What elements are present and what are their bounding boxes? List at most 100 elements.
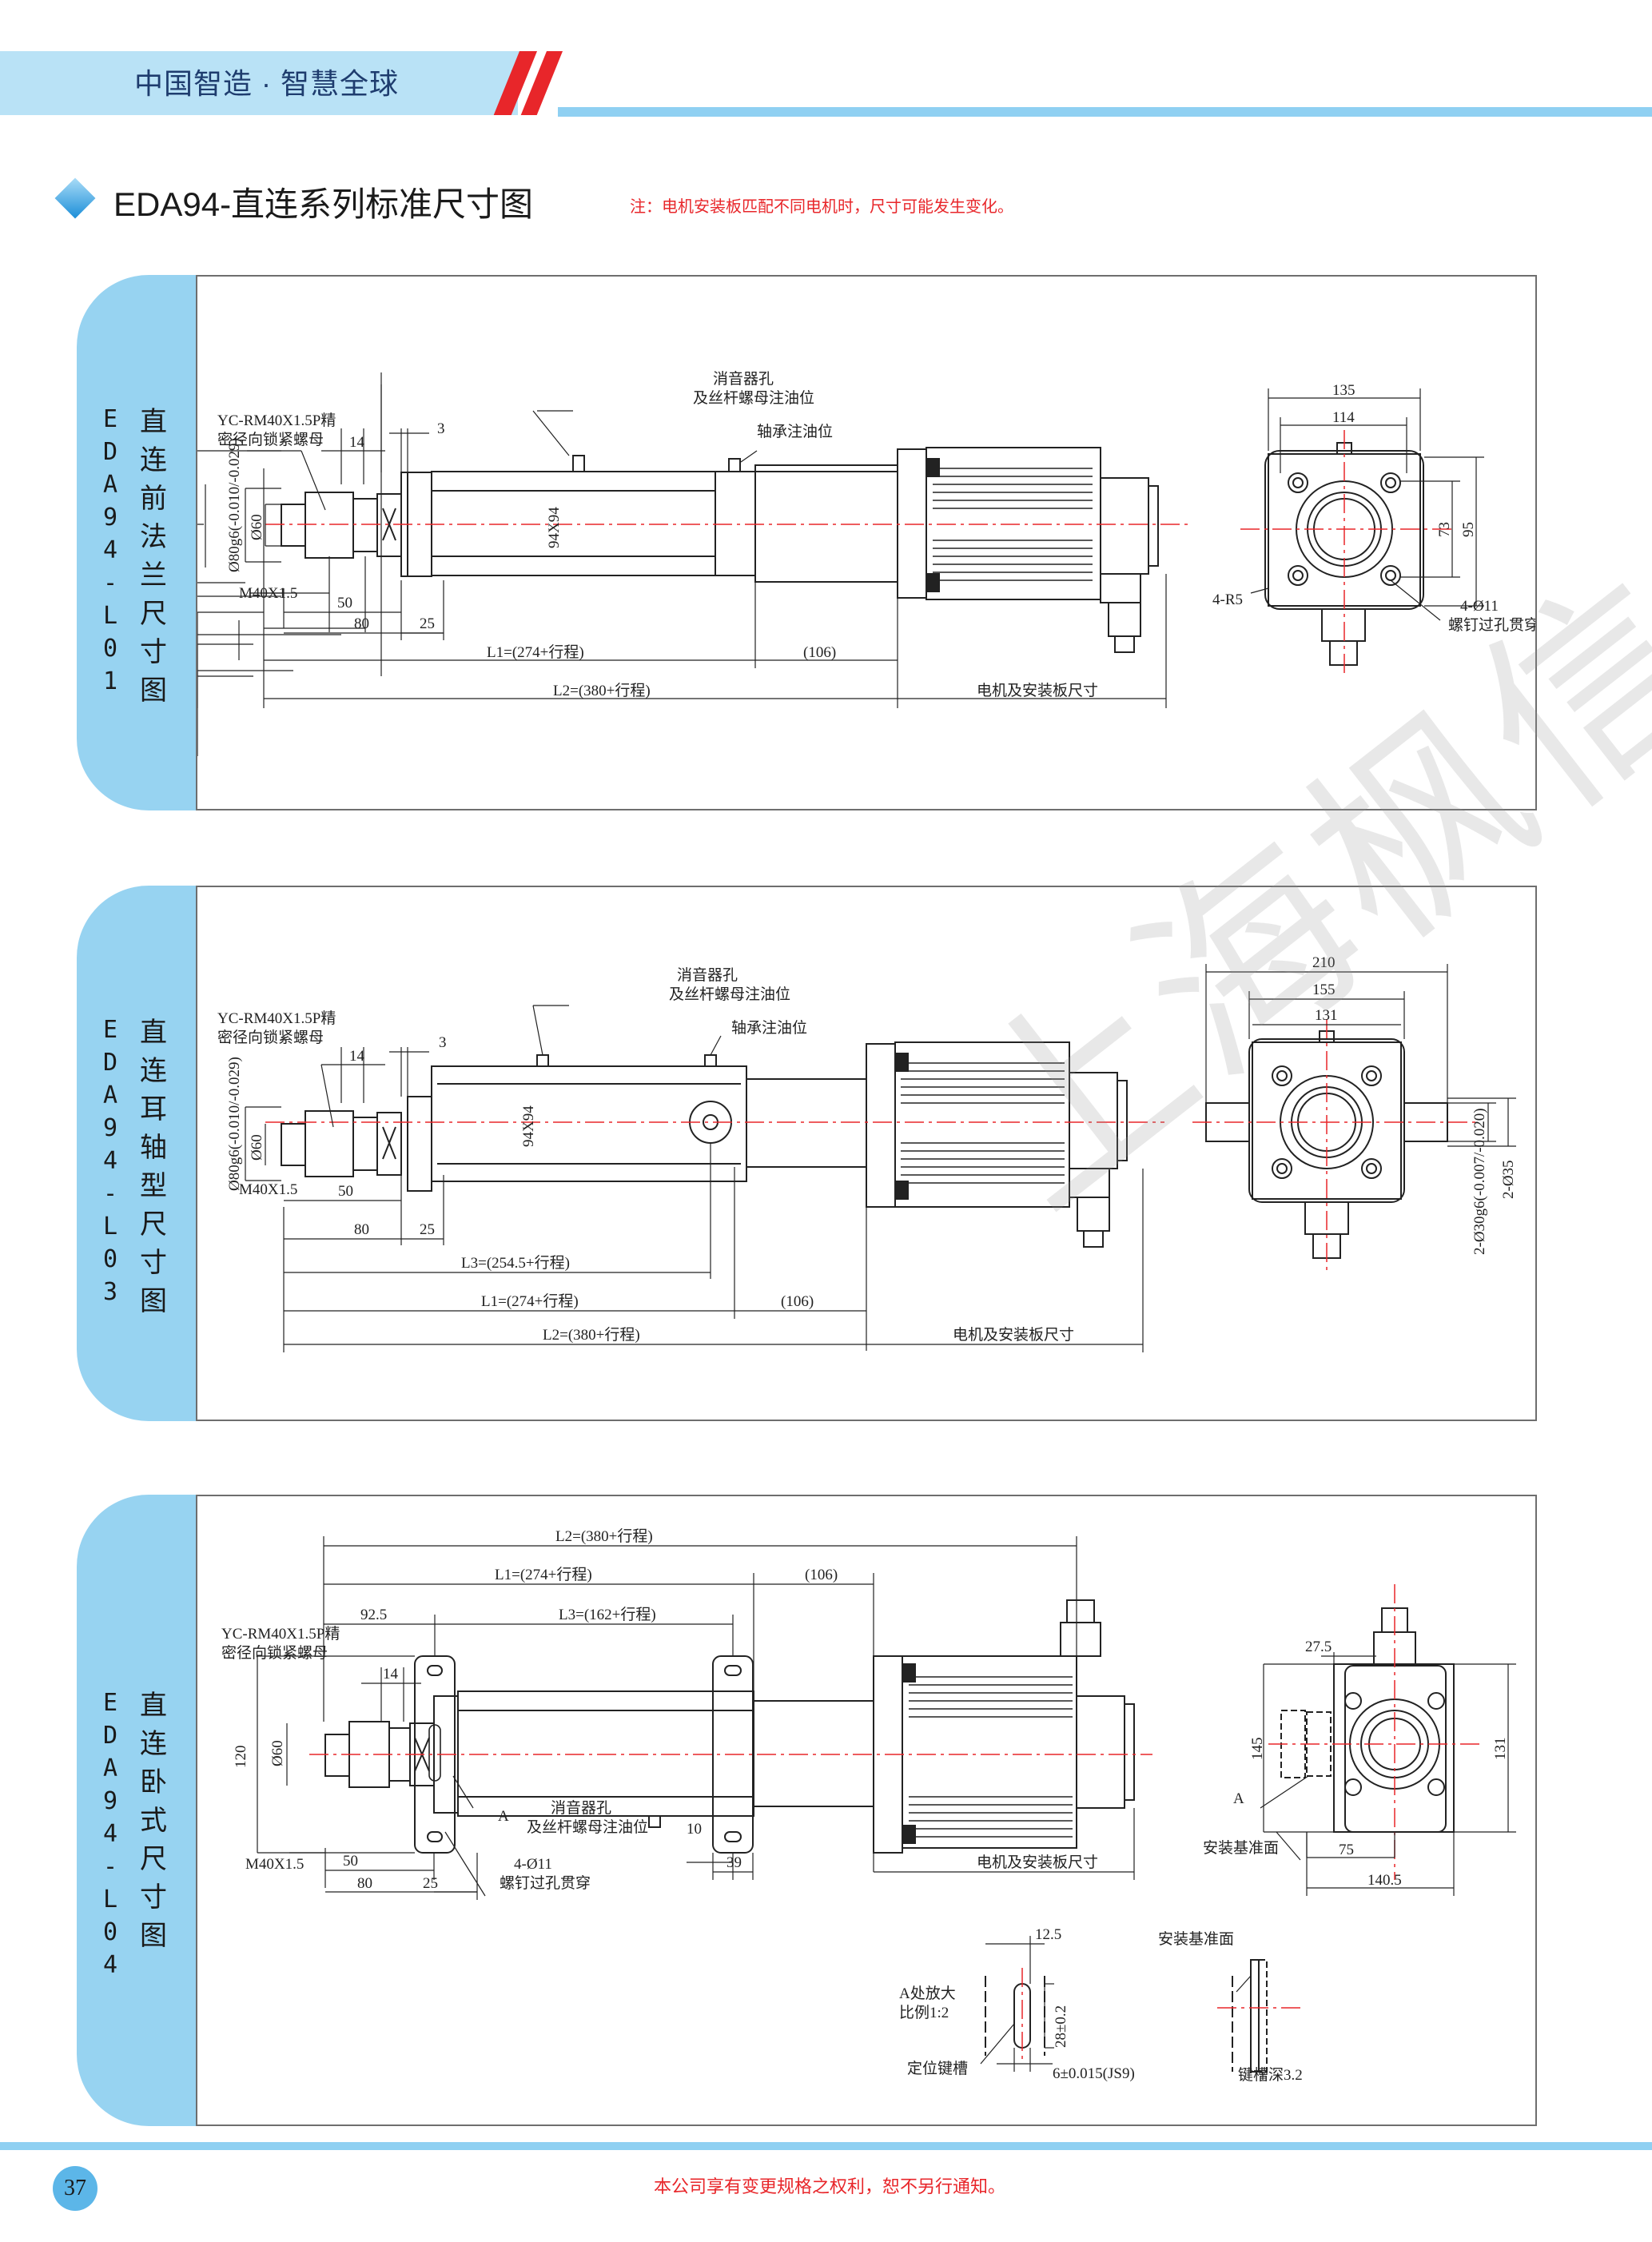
dim-73: 73	[1436, 522, 1453, 537]
tab-char: 4	[102, 1147, 118, 1175]
pin-dim-2: 2-Ø35	[1500, 1160, 1517, 1199]
dim-25: 25	[423, 1875, 438, 1892]
dim-210: 210	[1312, 954, 1336, 971]
hole-label: 4-Ø11	[514, 1856, 552, 1873]
detail-a-marker: A	[1233, 1790, 1244, 1807]
silencer-label: 及丝杆螺母注油位	[527, 1818, 648, 1836]
tab-char: 9	[102, 504, 118, 532]
tab-char: 尺	[140, 599, 167, 629]
tab-char: 连	[140, 445, 167, 476]
tab-char: D	[102, 1722, 118, 1750]
tab-char: E	[102, 1689, 118, 1717]
dim-l2: L2=(380+行程)	[555, 1527, 653, 1545]
dim-80g6: Ø80g6(-0.010/-0.029)	[226, 1057, 243, 1191]
tab-char: 4	[102, 1820, 118, 1848]
tab-char: 卧	[140, 1767, 167, 1798]
silencer-label: 消音器孔	[551, 1799, 611, 1817]
tab-char: 0	[102, 635, 118, 663]
dim-80: 80	[354, 615, 369, 632]
motor-dim-label: 电机及安装板尺寸	[953, 1326, 1074, 1344]
pin-dim: 2-Ø30g6(-0.007/-0.020)	[1471, 1108, 1488, 1255]
panel-3-drawing: L2=(380+行程) L1=(274+行程) (106) 92.5 L3=(1…	[196, 1495, 1537, 2126]
dim-39: 39	[726, 1854, 742, 1871]
tab-char: 兰	[140, 560, 167, 591]
dim-106: (106)	[803, 644, 836, 661]
panel-3-tab: 直 连 卧 式 尺 寸 图 E D A 9 4 - L 0 4	[77, 1495, 205, 2126]
panel-2-drawing: YC-RM40X1.5P精 密径向锁紧螺母 消音器孔 及丝杆螺母注油位 轴承注油…	[196, 886, 1537, 1421]
panel-1-tab: 直 连 前 法 兰 尺 寸 图 E D A 9 4 - L 0 1	[77, 275, 205, 810]
panel-1-drawing: YC-RM40X1.5P精 密径向锁紧螺母 消音器孔 及丝杆螺母注油位 轴承注油…	[169, 275, 1539, 810]
tab-char: 4	[102, 536, 118, 564]
tab-char: 图	[140, 675, 167, 706]
dim-14: 14	[349, 1048, 365, 1065]
dim-95: 95	[1460, 522, 1477, 537]
thread-note: 密径向锁紧螺母	[221, 1644, 328, 1662]
title-note: 注：电机安装板匹配不同电机时，尺寸可能发生变化。	[630, 198, 1013, 216]
panel-3-tab-cn: 直 连 卧 式 尺 寸 图	[134, 1686, 173, 1955]
tab-char: E	[102, 405, 118, 433]
dim-14: 14	[349, 434, 365, 451]
hole-label: 4-Ø11	[1460, 598, 1499, 615]
silencer-label: 消音器孔	[677, 966, 738, 984]
panel-2-tab: 直 连 耳 轴 型 尺 寸 图 E D A 9 4 - L 0 3	[77, 886, 205, 1421]
tab-char: 寸	[140, 1882, 167, 1913]
dim-106: (106)	[805, 1567, 838, 1583]
dim-14: 14	[383, 1666, 399, 1682]
enlarge-label: A处放大	[899, 1985, 956, 2002]
dim-145: 145	[1249, 1738, 1266, 1761]
dim-m40: M40X1.5	[245, 1856, 304, 1873]
tab-char: 耳	[140, 1094, 167, 1125]
tab-char: 直	[140, 1017, 167, 1048]
tab-char: L	[102, 1213, 118, 1240]
tab-char: 连	[140, 1056, 167, 1086]
tab-char: 尺	[140, 1844, 167, 1874]
tab-char: A	[102, 471, 118, 499]
dim-l2: L2=(380+行程)	[553, 682, 651, 699]
panel-1-tab-en: E D A 9 4 - L 0 1	[91, 403, 129, 698]
dim-l3: L3=(162+行程)	[559, 1606, 656, 1623]
dim-50: 50	[338, 1183, 353, 1200]
panel-2-tab-en: E D A 9 4 - L 0 3	[91, 1013, 129, 1308]
keydepth-label: 键槽深3.2	[1238, 2066, 1303, 2084]
dim-60: Ø60	[269, 1740, 286, 1766]
tab-char: -	[102, 1180, 118, 1208]
dim-25: 25	[420, 615, 435, 632]
keyslot-label: 定位键槽	[907, 2060, 968, 2077]
dim-27-5: 27.5	[1305, 1639, 1332, 1655]
silencer-label: 及丝杆螺母注油位	[669, 986, 790, 1003]
tab-char: 法	[140, 522, 167, 552]
motor-dim-label: 电机及安装板尺寸	[977, 682, 1098, 699]
dim-3: 3	[439, 1034, 447, 1051]
dim-12-5: 12.5	[1035, 1926, 1061, 1943]
footer-notice: 本公司享有变更规格之权利，恕不另行通知。	[654, 2176, 1006, 2196]
dim-l1: L1=(274+行程)	[487, 643, 584, 661]
dim-114: 114	[1332, 409, 1355, 426]
detail-a-marker: A	[498, 1808, 509, 1825]
enlarge-label: 比例1:2	[899, 2004, 949, 2021]
dim-25: 25	[420, 1221, 435, 1238]
tab-char: 连	[140, 1729, 167, 1759]
silencer-label: 消音器孔	[713, 370, 774, 388]
tube-size: 94X94	[520, 1105, 537, 1147]
panel-1-svg: YC-RM40X1.5P精 密径向锁紧螺母 消音器孔 及丝杆螺母注油位 轴承注油…	[169, 370, 1539, 756]
dim-60: Ø60	[249, 514, 265, 540]
tab-char: 轴	[140, 1133, 167, 1163]
thread-note: YC-RM40X1.5P精	[217, 1009, 336, 1027]
thread-note: YC-RM40X1.5P精	[217, 412, 336, 429]
hole-label: 螺钉过孔贯穿	[1448, 616, 1535, 634]
tab-char: 图	[140, 1921, 167, 1951]
dim-92-5: 92.5	[360, 1607, 387, 1623]
base-label: 安装基准面	[1203, 1839, 1279, 1857]
dim-75: 75	[1339, 1842, 1354, 1858]
tab-char: 0	[102, 1245, 118, 1273]
dim-80g6: Ø80g6(-0.010/-0.029)	[226, 438, 243, 572]
dim-m40: M40X1.5	[239, 585, 297, 602]
thread-note: 密径向锁紧螺母	[217, 431, 324, 448]
tab-char: 直	[140, 407, 167, 437]
tab-char: 式	[140, 1806, 167, 1836]
page-title: EDA94-直连系列标准尺寸图	[113, 185, 534, 223]
tab-char: 图	[140, 1286, 167, 1316]
dim-l1: L1=(274+行程)	[495, 1566, 592, 1583]
dim-80: 80	[357, 1875, 372, 1892]
dim-140-5: 140.5	[1367, 1872, 1402, 1889]
